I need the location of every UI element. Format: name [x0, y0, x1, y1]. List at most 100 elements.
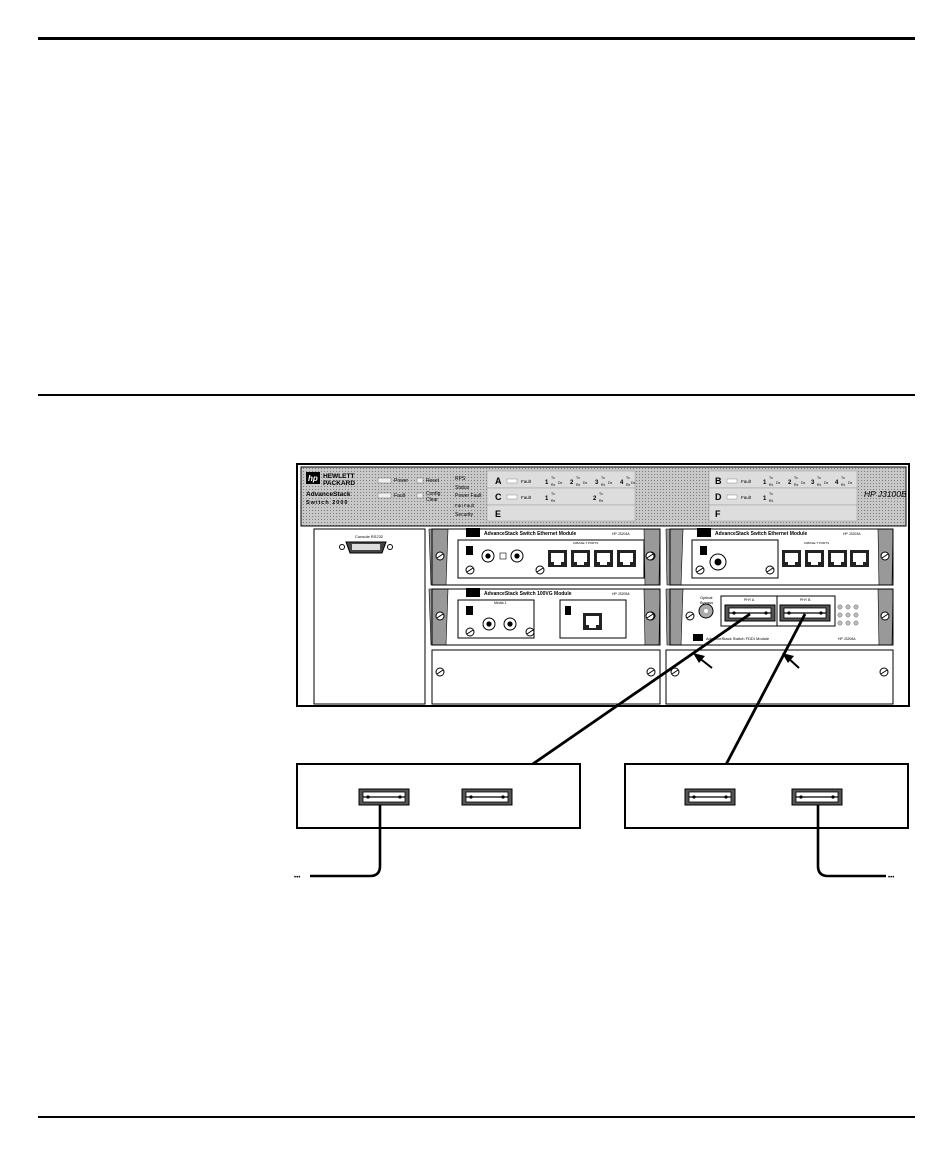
svg-text:1: 1 — [545, 496, 549, 502]
svg-text:1: 1 — [545, 480, 549, 486]
blank-bay-e — [431, 649, 661, 705]
fddi-status-leds — [837, 604, 859, 626]
svg-text:HP J3205A: HP J3205A — [612, 592, 630, 596]
hp-logo: hp HEWLETT PACKARD — [306, 472, 355, 487]
svg-text:Rx: Rx — [817, 483, 822, 487]
svg-text:Bypass: Bypass — [700, 600, 713, 605]
port-arrows — [693, 653, 800, 669]
slot-f-label: F — [715, 509, 721, 519]
product-name: AdvanceStack — [306, 491, 351, 498]
svg-text:AdvanceStack Switch Ethernet M: AdvanceStack Switch Ethernet Module — [484, 531, 576, 537]
fddi-port-b[interactable] — [779, 604, 831, 622]
bottom-rule — [38, 1116, 915, 1118]
svg-text:Fault: Fault — [741, 479, 752, 484]
svg-text:Tx: Tx — [817, 476, 821, 480]
svg-text:2: 2 — [570, 480, 574, 486]
svg-text:HP J3206A: HP J3206A — [838, 637, 856, 641]
svg-text:Tx: Tx — [841, 476, 845, 480]
svg-text:PHY B: PHY B — [800, 598, 811, 602]
svg-text:Rx: Rx — [769, 499, 774, 503]
svg-text:Rx: Rx — [599, 499, 604, 503]
svg-text:Dx: Dx — [608, 481, 613, 485]
svg-text:AdvanceStack Switch Ethernet M: AdvanceStack Switch Ethernet Module — [715, 531, 807, 537]
slot-led-panel: A C E B D F Fault Fault Fault Fault 1 2 … — [486, 470, 858, 522]
svg-text:4: 4 — [835, 480, 839, 486]
svg-text:Fault: Fault — [521, 479, 532, 484]
svg-text:AdvanceStack Switch 100VG Modu: AdvanceStack Switch 100VG Module — [484, 591, 572, 597]
module-slot-c: AdvanceStack Switch 100VG Module HP J320… — [431, 588, 661, 646]
console-label: Console RS232 — [355, 534, 384, 539]
blank-bay-f — [665, 649, 894, 705]
svg-text:Fault: Fault — [741, 495, 752, 500]
svg-text:Rx: Rx — [841, 483, 846, 487]
svg-text:Tx: Tx — [551, 476, 555, 480]
svg-text:3: 3 — [811, 480, 815, 486]
slot-d-label: D — [715, 492, 722, 502]
svg-text:RPS: RPS — [455, 476, 466, 482]
svg-text:Fault: Fault — [394, 493, 406, 499]
svg-text:Fan Fault: Fan Fault — [455, 503, 475, 508]
console-bay — [313, 528, 426, 705]
module-slot-d-fddi: Optical Bypass PHY A PHY B AdvanceStack … — [645, 588, 894, 646]
svg-text:Reset: Reset — [426, 478, 440, 484]
svg-text:PHY A: PHY A — [744, 598, 755, 602]
right-cable-end: ••• — [888, 875, 894, 881]
svg-text:2: 2 — [788, 480, 792, 486]
svg-text:HP J3203A: HP J3203A — [843, 532, 861, 536]
svg-text:2: 2 — [593, 496, 597, 502]
svg-text:AdvanceStack Switch FDDI Modul: AdvanceStack Switch FDDI Module — [706, 636, 770, 641]
console-port[interactable] — [339, 541, 393, 554]
svg-text:Power Fault: Power Fault — [455, 493, 482, 499]
outgoing-cables — [310, 805, 886, 878]
switch-chassis: hp HEWLETT PACKARD AdvanceStack Switch 2… — [296, 463, 910, 707]
module-slot-b: AdvanceStack Switch Ethernet Module HP J… — [645, 528, 894, 586]
svg-text:1: 1 — [763, 480, 767, 486]
svg-text:Tx: Tx — [599, 492, 603, 496]
remote-right-port-1[interactable] — [684, 788, 736, 806]
svg-text:Rx: Rx — [769, 483, 774, 487]
svg-text:Tx: Tx — [576, 476, 580, 480]
status-leds: Power Fault Reset Config Clear RPS Statu… — [377, 476, 482, 518]
brand-line2: PACKARD — [323, 480, 355, 487]
svg-text:Power: Power — [394, 478, 409, 484]
module-slot-a: AdvanceStack Switch Ethernet Module HP J… — [431, 528, 661, 586]
svg-text:10BASE-T PORTS: 10BASE-T PORTS — [573, 541, 598, 545]
remote-device-left — [296, 763, 581, 829]
svg-text:Status: Status — [455, 485, 470, 491]
brand-line1: HEWLETT — [323, 473, 354, 480]
svg-text:Dx: Dx — [631, 481, 636, 485]
top-rule — [38, 37, 915, 40]
svg-text:Tx: Tx — [551, 492, 555, 496]
svg-text:4: 4 — [620, 480, 624, 486]
svg-text:Dx: Dx — [558, 481, 563, 485]
svg-text:10BASE-T PORTS: 10BASE-T PORTS — [804, 541, 829, 545]
svg-text:Config: Config — [426, 491, 441, 497]
svg-text:Rx: Rx — [551, 499, 556, 503]
remote-left-port-2[interactable] — [461, 788, 513, 806]
remote-right-port-2[interactable] — [791, 788, 843, 806]
svg-text:Dx: Dx — [583, 481, 588, 485]
section-rule — [38, 394, 915, 396]
svg-text:Dx: Dx — [848, 481, 853, 485]
svg-text:Fault: Fault — [521, 495, 532, 500]
svg-text:Rx: Rx — [626, 483, 631, 487]
svg-text:Tx: Tx — [601, 476, 605, 480]
slot-b-label: B — [715, 476, 722, 486]
svg-text:Dx: Dx — [776, 481, 781, 485]
slot-a-label: A — [495, 476, 502, 486]
slot-e-label: E — [495, 509, 501, 519]
remote-left-port-1[interactable] — [358, 788, 410, 806]
svg-text:Dx: Dx — [824, 481, 829, 485]
svg-text:Rx: Rx — [576, 483, 581, 487]
clear-button[interactable] — [416, 492, 424, 499]
svg-text:Rx: Rx — [601, 483, 606, 487]
slot-c-label: C — [495, 492, 502, 502]
svg-text:Media 1: Media 1 — [494, 601, 507, 605]
product-subname: Switch 2000 — [306, 500, 349, 506]
svg-text:Tx: Tx — [769, 476, 773, 480]
svg-text:Clear: Clear — [426, 497, 438, 503]
svg-text:hp: hp — [308, 474, 318, 483]
svg-text:Tx: Tx — [794, 476, 798, 480]
fddi-port-a[interactable] — [724, 604, 776, 622]
reset-button[interactable] — [416, 477, 424, 484]
